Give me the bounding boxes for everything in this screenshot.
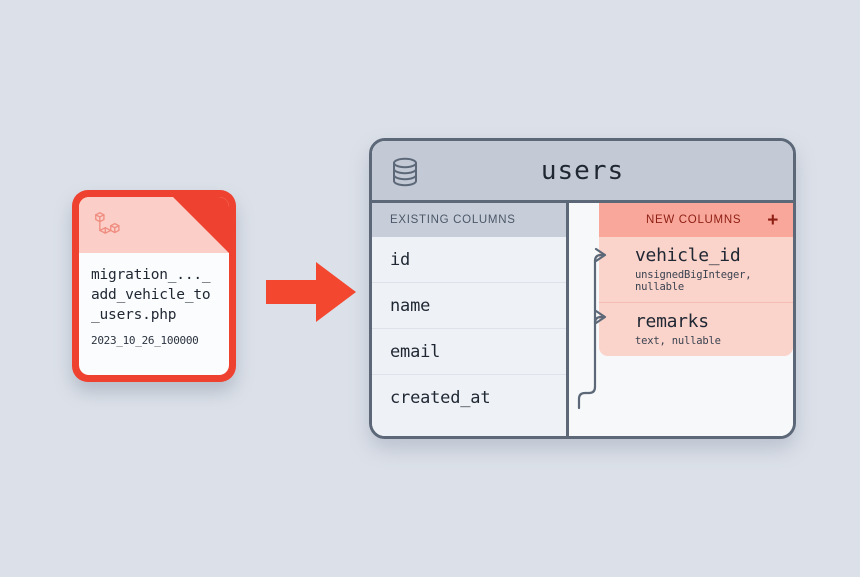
new-column-name: remarks — [635, 311, 709, 332]
new-columns-header-label: NEW COLUMNS — [645, 214, 742, 226]
table-row: name — [372, 283, 566, 329]
plus-icon[interactable]: + — [767, 209, 779, 231]
table-panel-body: EXISTING COLUMNS id name email created_a… — [372, 203, 793, 436]
new-column-name: vehicle_id — [635, 245, 741, 266]
laravel-logo-icon — [95, 212, 120, 234]
new-column-row: vehicle_id unsignedBigInteger, nullable — [599, 237, 793, 303]
table-row: created_at — [390, 388, 491, 408]
table-panel-header: users — [372, 141, 793, 203]
existing-columns-header: EXISTING COLUMNS — [372, 203, 566, 237]
table-row: email — [372, 329, 566, 375]
migration-file-timestamp: 2023_10_26_100000 — [91, 334, 199, 347]
table-name-title: users — [540, 155, 625, 186]
new-columns-column: NEW COLUMNS + vehicle_id unsignedBigInte… — [569, 203, 793, 436]
migration-file-card[interactable]: migration_..._add_vehicle_to_users.php 2… — [72, 190, 236, 382]
existing-columns-column: EXISTING COLUMNS id name email created_a… — [372, 203, 569, 436]
new-columns-list: vehicle_id unsignedBigInteger, nullable … — [599, 237, 793, 356]
flow-arrow-icon — [266, 262, 356, 322]
users-table-panel: users EXISTING COLUMNS id name email cre… — [369, 138, 796, 439]
new-column-type: unsignedBigInteger, nullable — [635, 269, 752, 293]
database-icon — [393, 157, 417, 187]
new-columns-header: NEW COLUMNS + — [599, 203, 793, 237]
new-column-row: remarks text, nullable — [599, 303, 793, 356]
new-column-type: text, nullable — [635, 335, 721, 347]
migration-file-inner: migration_..._add_vehicle_to_users.php 2… — [79, 197, 229, 375]
migration-file-name: migration_..._add_vehicle_to_users.php — [91, 267, 211, 323]
migration-file-body: migration_..._add_vehicle_to_users.php 2… — [79, 253, 229, 375]
table-row: id — [372, 237, 566, 283]
